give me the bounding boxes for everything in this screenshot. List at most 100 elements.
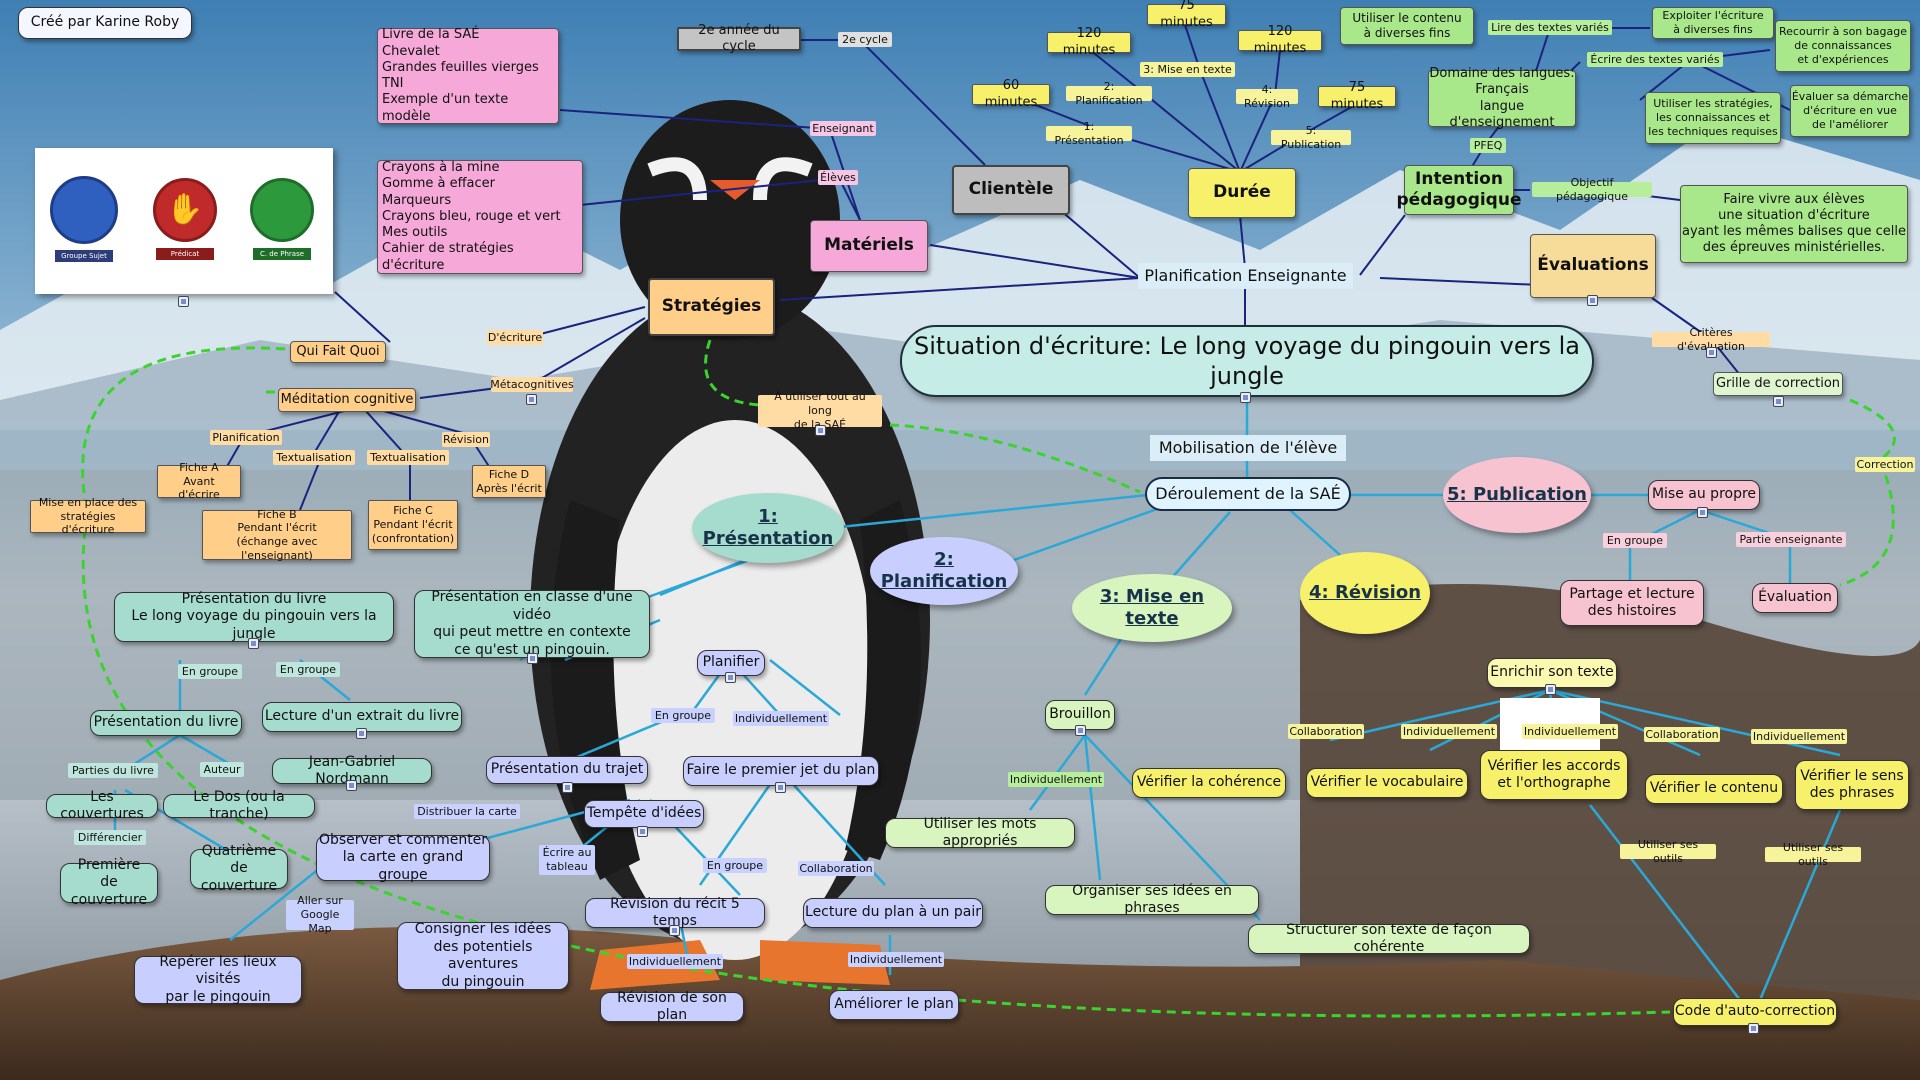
structurer-texte[interactable]: Structurer son texte de façon cohérente (1248, 922, 1530, 955)
note-icon[interactable] (1587, 295, 1598, 306)
code-auto-correction[interactable]: Code d'auto-correction (1673, 998, 1837, 1026)
ameliorer-plan[interactable]: Améliorer le plan (829, 990, 959, 1020)
fiche-b[interactable]: Fiche B Pendant l'écrit (échange avec l'… (202, 508, 352, 562)
note-icon[interactable] (562, 782, 573, 793)
premiere-couverture[interactable]: Première de couverture (60, 857, 158, 908)
duree-75-b[interactable]: 75 minutes (1318, 80, 1396, 112)
intention-pedagogique-node[interactable]: Intention pédagogique (1397, 165, 1522, 215)
evaluer-demarche[interactable]: Évaluer sa démarche d'écriture en vue de… (1790, 85, 1910, 137)
note-icon[interactable] (1748, 1023, 1759, 1034)
note-icon[interactable] (1706, 347, 1717, 358)
mise-en-place-strategies[interactable]: Mise en place des stratégies d'écriture (30, 496, 146, 536)
note-icon[interactable] (1697, 507, 1708, 518)
reperer-lieux[interactable]: Repérer les lieux visités par le pingoui… (134, 954, 302, 1005)
planification-enseignante[interactable]: Planification Enseignante (1138, 263, 1353, 289)
note-icon[interactable] (725, 672, 736, 683)
label-individuellement-4: Individuellement (1008, 772, 1104, 787)
meditation-cognitive[interactable]: Méditation cognitive (278, 388, 416, 412)
verifier-accords[interactable]: Vérifier les accords et l'orthographe (1480, 750, 1628, 800)
step-publication[interactable]: 5: Publication (1443, 457, 1591, 533)
central-topic[interactable]: Situation d'écriture: Le long voyage du … (900, 325, 1594, 397)
note-icon[interactable] (1240, 392, 1251, 403)
label-eleves: Élèves (818, 170, 858, 185)
note-icon[interactable] (669, 925, 680, 936)
deroulement-sae[interactable]: Déroulement de la SAÉ (1145, 477, 1351, 511)
label-planification: 2: Planification (1066, 80, 1152, 107)
organiser-idees[interactable]: Organiser ses idées en phrases (1045, 883, 1259, 916)
mise-au-propre[interactable]: Mise au propre (1648, 480, 1760, 510)
pres-video[interactable]: Présentation en classe d'une vidéo qui p… (414, 589, 650, 658)
fiche-a[interactable]: Fiche A Avant d'écrire (157, 461, 241, 501)
duree-75-a[interactable]: 75 minutes (1147, 0, 1226, 30)
materiels-eleves-list[interactable]: Crayons à la mine Gomme à effacer Marque… (377, 160, 583, 274)
note-icon[interactable] (527, 653, 538, 664)
partage-lecture[interactable]: Partage et lecture des histoires (1560, 580, 1704, 626)
utiliser-strategies[interactable]: Utiliser les stratégies, les connaissanc… (1645, 92, 1781, 144)
lecture-extrait[interactable]: Lecture d'un extrait du livre (262, 702, 462, 732)
tempete-idees[interactable]: Tempête d'idées (584, 800, 704, 828)
grille-correction[interactable]: Grille de correction (1713, 372, 1843, 396)
duree-60[interactable]: 60 minutes (972, 78, 1050, 110)
pres-livre[interactable]: Présentation du livre (90, 710, 242, 736)
recourir-bagage[interactable]: Recourrir à son bagage de connaissances … (1775, 20, 1911, 72)
note-icon[interactable] (637, 826, 648, 837)
label-correction: Correction (1855, 457, 1915, 472)
observer-carte[interactable]: Observer et commenter la carte en grand … (316, 832, 490, 883)
note-icon[interactable] (1075, 725, 1086, 736)
verifier-vocabulaire[interactable]: Vérifier le vocabulaire (1306, 768, 1468, 798)
duree-node[interactable]: Durée (1188, 168, 1296, 218)
label-d-ecriture: D'écriture (487, 330, 543, 345)
revision-recit[interactable]: Révision du récit 5 temps (585, 896, 765, 929)
fiche-d[interactable]: Fiche D Après l'écrit (472, 465, 546, 498)
materiels-enseignant-list[interactable]: Livre de la SAÉ Chevalet Grandes feuille… (377, 27, 559, 124)
mobilisation-eleve[interactable]: Mobilisation de l'élève (1150, 435, 1346, 461)
duree-120-b[interactable]: 120 minutes (1238, 24, 1322, 56)
materiels-node[interactable]: Matériels (810, 220, 928, 272)
revision-plan[interactable]: Révision de son plan (600, 990, 744, 1023)
label-en-groupe-4: En groupe (703, 858, 767, 873)
note-icon[interactable] (1545, 684, 1556, 695)
couvertures-node[interactable]: Les couvertures (46, 789, 158, 822)
exploiter-ecriture[interactable]: Exploiter l'écriture à diverses fins (1652, 7, 1774, 39)
label-revision: 4: Révision (1236, 83, 1298, 110)
faire-vivre-node[interactable]: Faire vivre aux élèves une situation d'é… (1680, 185, 1908, 263)
qui-fait-quoi[interactable]: Qui Fait Quoi (290, 341, 386, 363)
duree-120-a[interactable]: 120 minutes (1047, 26, 1131, 58)
quatrieme-couverture[interactable]: Quatrième de couverture (190, 843, 288, 894)
brouillon-node[interactable]: Brouillon (1045, 700, 1115, 730)
label-differencier: Différencier (74, 830, 146, 845)
enrichir-texte[interactable]: Enrichir son texte (1487, 658, 1617, 688)
note-icon[interactable] (346, 780, 357, 791)
clientele-node[interactable]: Clientèle (952, 165, 1070, 215)
planifier-node[interactable]: Planifier (697, 650, 765, 676)
dos-node[interactable]: Le Dos (ou la tranche) (163, 789, 315, 822)
annee-node[interactable]: 2e année du cycle (677, 23, 801, 54)
label-outils-1: Utiliser ses outils (1620, 838, 1716, 865)
verifier-coherence[interactable]: Vérifier la cohérence (1132, 768, 1286, 798)
pres-livre-long[interactable]: Présentation du livre Le long voyage du … (114, 591, 394, 642)
note-icon[interactable] (178, 296, 189, 307)
presentation-trajet[interactable]: Présentation du trajet (486, 756, 648, 784)
note-icon[interactable] (775, 782, 786, 793)
evaluation-node[interactable]: Évaluation (1752, 583, 1838, 613)
verifier-contenu[interactable]: Vérifier le contenu (1645, 774, 1783, 804)
utiliser-contenu[interactable]: Utiliser le contenu à diverses fins (1340, 7, 1474, 45)
note-icon[interactable] (815, 425, 826, 436)
step-revision[interactable]: 4: Révision (1300, 552, 1430, 634)
mots-appropries[interactable]: Utiliser les mots appropriés (885, 816, 1075, 849)
strategies-node[interactable]: Stratégies (648, 278, 775, 336)
domaine-langues[interactable]: Domaine des langues: Français langue d'e… (1428, 66, 1576, 130)
verifier-sens[interactable]: Vérifier le sens des phrases (1795, 760, 1909, 810)
lecture-plan-pair[interactable]: Lecture du plan à un pair (803, 898, 983, 928)
step-mise-en-texte[interactable]: 3: Mise en texte (1072, 574, 1232, 642)
nordmann-node[interactable]: Jean-Gabriel Nordmann (272, 754, 432, 787)
note-icon[interactable] (248, 638, 259, 649)
step-presentation[interactable]: 1: Présentation (692, 493, 844, 563)
evaluations-node[interactable]: Évaluations (1530, 234, 1656, 298)
note-icon[interactable] (1773, 396, 1784, 407)
note-icon[interactable] (526, 394, 537, 405)
step-planification[interactable]: 2: Planification (870, 537, 1018, 605)
consigner-idees[interactable]: Consigner les idées des potentiels avent… (397, 921, 569, 990)
note-icon[interactable] (356, 728, 367, 739)
fiche-c[interactable]: Fiche C Pendant l'écrit (confrontation) (368, 500, 458, 550)
